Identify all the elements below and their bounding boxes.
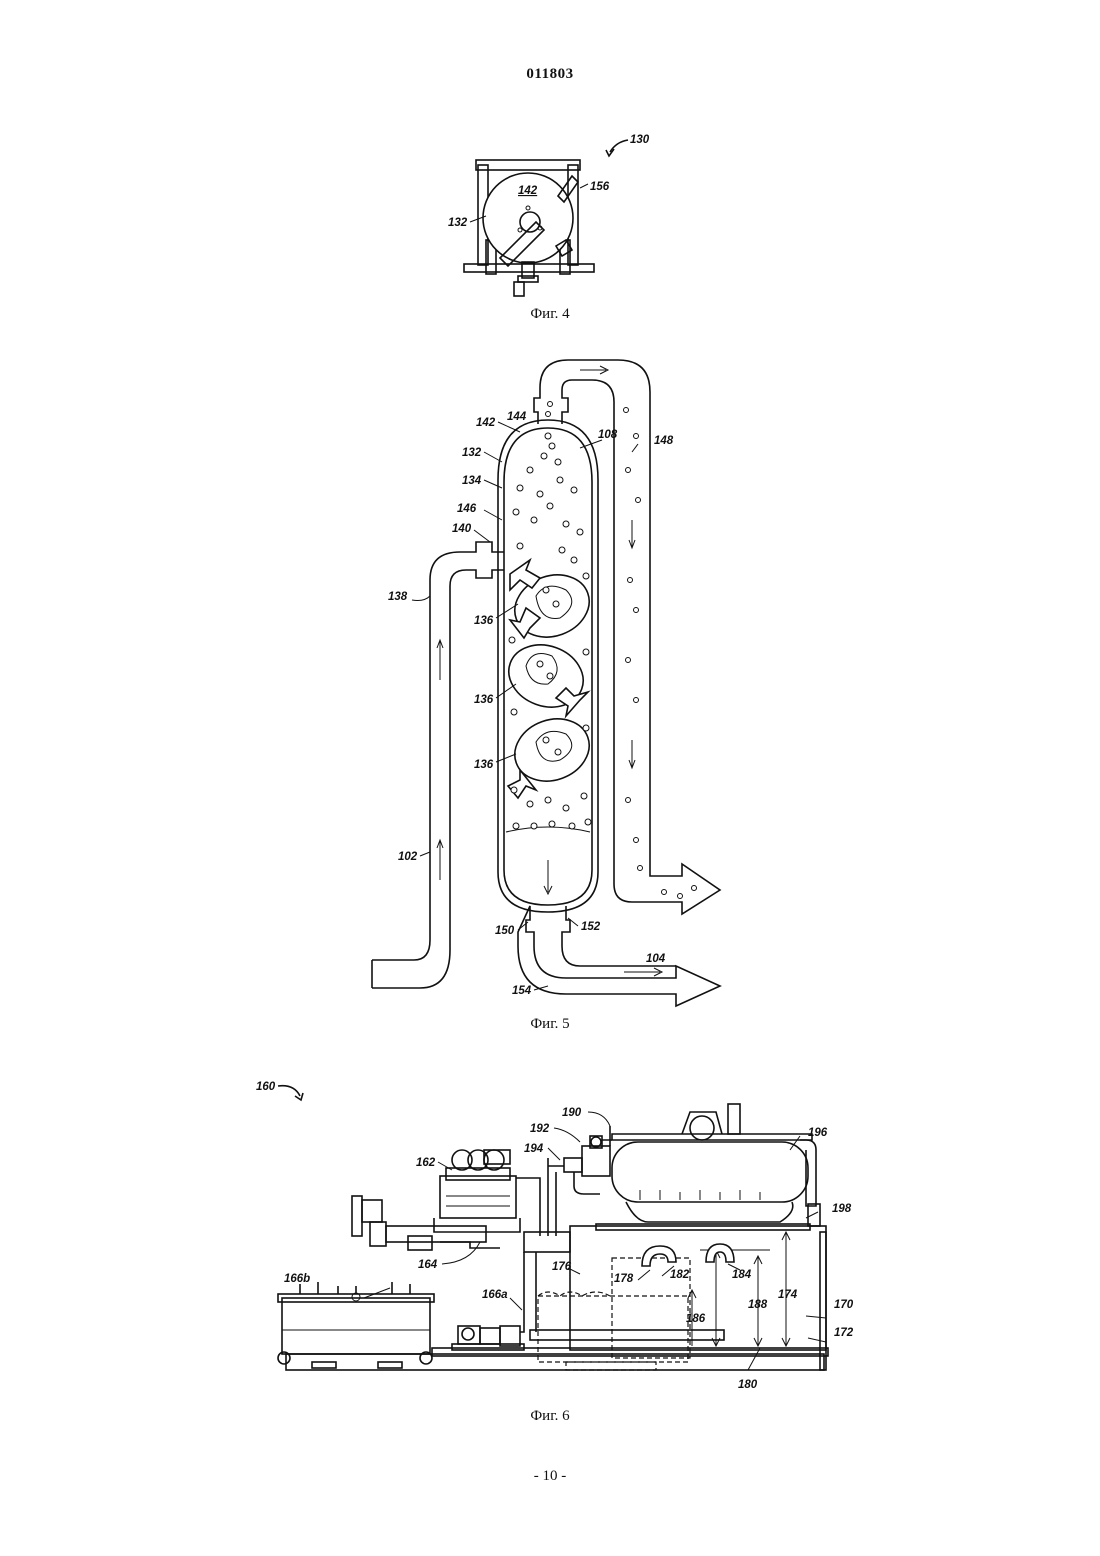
fig6-tank-166b — [278, 1282, 434, 1368]
fig6-dimension-arrows — [688, 1232, 790, 1346]
fig6-arrow-160 — [278, 1086, 300, 1096]
fig6-ref-180: 180 — [738, 1379, 758, 1391]
fig6-ref-186: 186 — [686, 1313, 706, 1325]
fig6-ref-174: 174 — [778, 1289, 798, 1301]
fig6-ref-176: 176 — [552, 1261, 572, 1273]
figure-6-drawing: 160 190 192 196 194 162 198 164 176 178 … — [0, 0, 1100, 1410]
fig6-ref-166a: 166a — [482, 1289, 508, 1301]
fig6-ref-166b: 166b — [284, 1273, 310, 1285]
fig6-ref-188: 188 — [748, 1299, 768, 1311]
fig6-ref-184: 184 — [732, 1269, 752, 1281]
fig6-ref-196: 196 — [808, 1127, 828, 1139]
fig6-body-176 — [520, 1226, 826, 1350]
fig6-ref-178: 178 — [614, 1273, 634, 1285]
figure-6-caption: Фиг. 6 — [0, 1408, 1100, 1425]
fig6-vessel-196 — [596, 1104, 820, 1230]
fig6-ref-194: 194 — [524, 1143, 544, 1155]
fig6-ref-164: 164 — [418, 1259, 438, 1271]
fig6-flow-arrows — [642, 1244, 734, 1266]
fig6-ref-162: 162 — [416, 1157, 436, 1169]
fig6-pump-164 — [352, 1196, 500, 1250]
fig6-shaker-162 — [434, 1150, 540, 1236]
fig6-ref-190: 190 — [562, 1107, 582, 1119]
fig6-ref-198: 198 — [832, 1203, 852, 1215]
fig6-ref-170: 170 — [834, 1299, 854, 1311]
fig6-valves — [548, 1126, 612, 1236]
page-number: - 10 - — [0, 1468, 1100, 1485]
fig6-ref-160: 160 — [256, 1081, 276, 1093]
fig6-ref-182: 182 — [670, 1269, 690, 1281]
fig6-small-pump — [452, 1326, 524, 1350]
fig6-ref-172: 172 — [834, 1327, 854, 1339]
fig6-ref-192: 192 — [530, 1123, 550, 1135]
